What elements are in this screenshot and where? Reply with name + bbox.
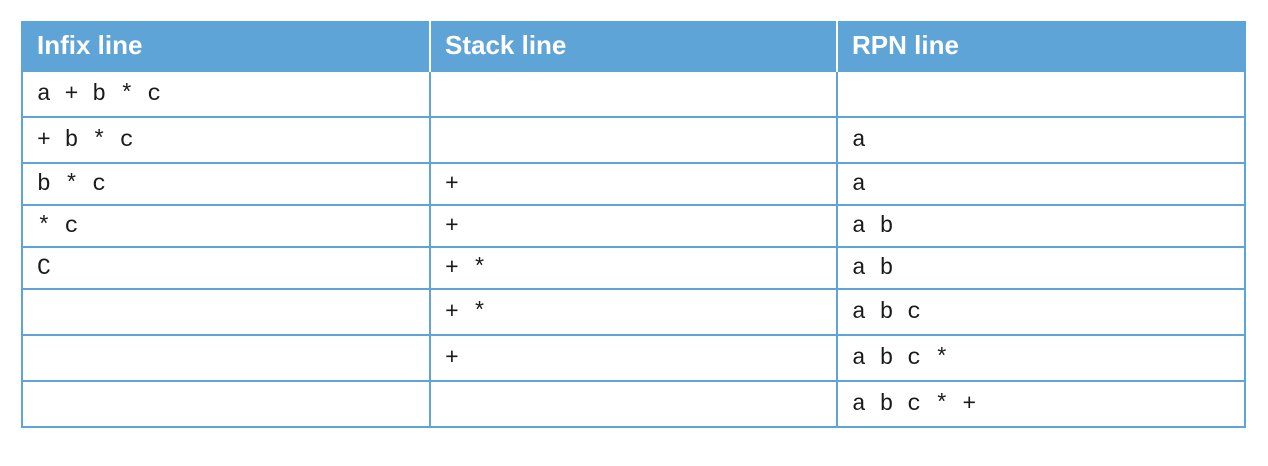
table-row: C + * a b (21, 246, 1246, 290)
table-row: + b * c a (21, 116, 1246, 164)
table-row: a + b * c (21, 70, 1246, 118)
infix-cell: + b * c (21, 116, 431, 164)
rpn-cell: a b c (836, 288, 1246, 336)
infix-cell (21, 334, 431, 382)
stack-cell (429, 380, 838, 428)
infix-cell (21, 380, 431, 428)
table-row: a b c * + (21, 380, 1246, 428)
header-rpn-line: RPN line (836, 21, 1246, 71)
stack-cell (429, 70, 838, 118)
table-row: + a b c * (21, 334, 1246, 382)
rpn-cell: a b (836, 204, 1246, 248)
stack-cell: + (429, 204, 838, 248)
rpn-cell: a (836, 162, 1246, 206)
stack-cell: + * (429, 288, 838, 336)
rpn-cell (836, 70, 1246, 118)
table-row: + * a b c (21, 288, 1246, 336)
infix-cell: * c (21, 204, 431, 248)
stack-cell (429, 116, 838, 164)
infix-cell: a + b * c (21, 70, 431, 118)
stack-cell: + (429, 334, 838, 382)
header-infix-line: Infix line (21, 21, 431, 71)
conversion-table: Infix line Stack line RPN line a + b * c… (21, 21, 1246, 428)
rpn-cell: a (836, 116, 1246, 164)
infix-cell: b * c (21, 162, 431, 206)
stack-cell: + * (429, 246, 838, 290)
stack-cell: + (429, 162, 838, 206)
infix-cell (21, 288, 431, 336)
rpn-cell: a b c * + (836, 380, 1246, 428)
header-row: Infix line Stack line RPN line (21, 21, 1246, 71)
infix-cell: C (21, 246, 431, 290)
table-row: b * c + a (21, 162, 1246, 206)
rpn-cell: a b c * (836, 334, 1246, 382)
table-row: * c + a b (21, 204, 1246, 248)
rpn-cell: a b (836, 246, 1246, 290)
header-stack-line: Stack line (429, 21, 838, 71)
